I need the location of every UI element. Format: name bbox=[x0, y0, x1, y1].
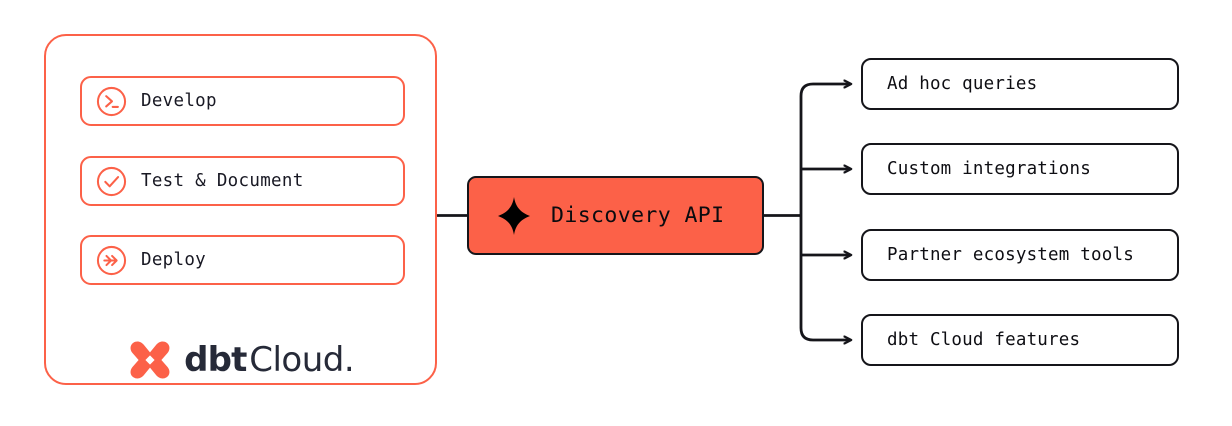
wire-branch-dbt-cloud-features bbox=[799, 215, 851, 341]
target-box-partner-ecosystem-tools[interactable]: Partner ecosystem tools bbox=[861, 229, 1179, 281]
double-chevron-right-icon bbox=[96, 245, 127, 275]
target-box-dbt-cloud-features[interactable]: dbt Cloud features bbox=[861, 314, 1179, 366]
target-label-dbt-cloud-features: dbt Cloud features bbox=[887, 330, 1081, 350]
source-card-dbt-cloud: Develop Test & Document Deploy bbox=[44, 34, 437, 385]
target-label-partner-ecosystem-tools: Partner ecosystem tools bbox=[887, 245, 1134, 265]
discovery-api-node[interactable]: Discovery API bbox=[467, 176, 764, 255]
target-box-ad-hoc-queries[interactable]: Ad hoc queries bbox=[861, 58, 1179, 110]
stage-item-deploy[interactable]: Deploy bbox=[80, 235, 405, 285]
target-label-custom-integrations: Custom integrations bbox=[887, 159, 1091, 179]
stage-item-develop[interactable]: Develop bbox=[80, 76, 405, 126]
dbt-x-mark-icon bbox=[130, 341, 170, 379]
target-box-custom-integrations[interactable]: Custom integrations bbox=[861, 143, 1179, 195]
stage-item-test-and-document[interactable]: Test & Document bbox=[80, 156, 405, 206]
wordmark-dbt: dbt bbox=[184, 340, 247, 380]
stage-label-test-and-document: Test & Document bbox=[141, 171, 304, 191]
sparkle-star-icon bbox=[498, 196, 530, 235]
target-label-ad-hoc-queries: Ad hoc queries bbox=[887, 74, 1038, 94]
wire-branch-ad-hoc-queries bbox=[799, 84, 851, 216]
wordmark-trailing-dot: . bbox=[343, 340, 355, 380]
check-circle-icon bbox=[96, 166, 127, 196]
stage-label-develop: Develop bbox=[141, 91, 217, 111]
dbt-cloud-wordmark: dbt Cloud. bbox=[184, 340, 355, 380]
discovery-api-label: Discovery API bbox=[551, 203, 725, 228]
stage-label-deploy: Deploy bbox=[141, 250, 207, 270]
wordmark-cloud: Cloud bbox=[249, 340, 344, 380]
terminal-prompt-icon bbox=[96, 86, 127, 116]
dbt-cloud-logo: dbt Cloud. bbox=[46, 332, 435, 388]
